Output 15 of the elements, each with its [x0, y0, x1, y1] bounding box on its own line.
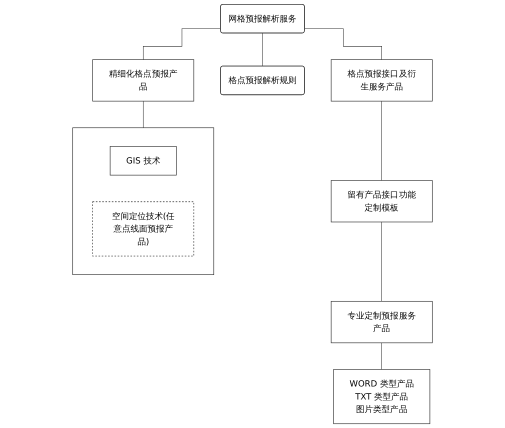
- node-box: GIS 技术: [110, 146, 177, 176]
- connector: [142, 28, 221, 60]
- node-box: 留有产品接口功能定制模板: [330, 180, 433, 222]
- node-box: 专业定制预报服务产品: [330, 300, 433, 344]
- connector: [381, 342, 382, 370]
- node-box: WORD 类型产品 TXT 类型产品 图片类型产品: [333, 369, 430, 424]
- connector: [262, 33, 264, 67]
- node-box: 空间定位技术(任意点线面预报产品): [92, 201, 194, 256]
- connector: [142, 100, 144, 128]
- connector: [304, 28, 382, 60]
- node-box: 格点预报接口及衍生服务产品: [330, 59, 433, 102]
- connector: [381, 100, 382, 181]
- node-box: 精细化格点预报产品: [92, 59, 194, 102]
- connector: [381, 222, 382, 302]
- cluster: [72, 127, 214, 275]
